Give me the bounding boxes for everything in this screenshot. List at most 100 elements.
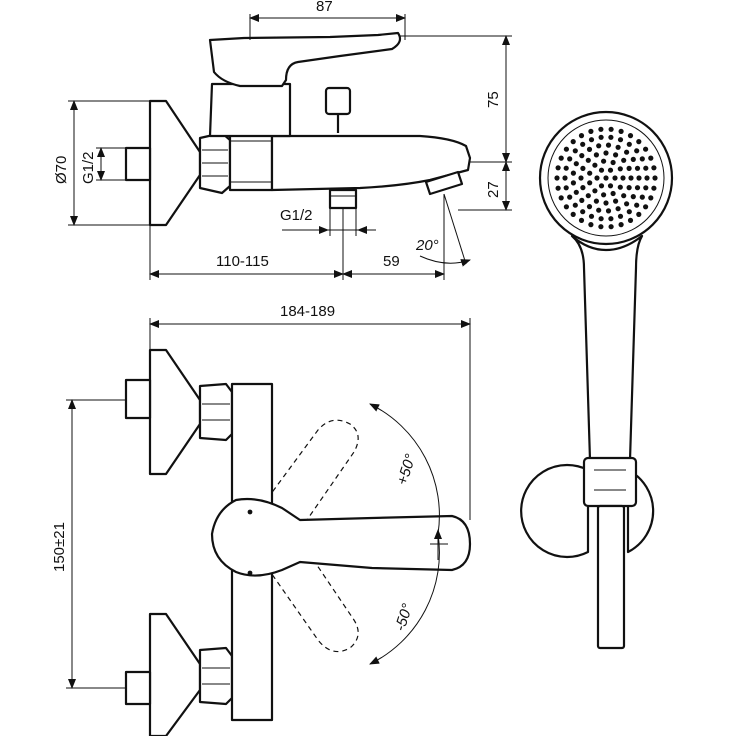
nozzle-dot xyxy=(621,157,627,163)
dim-wall-offset: 110-115 xyxy=(216,253,269,270)
nozzle-dot xyxy=(572,202,578,208)
nozzle-dot xyxy=(651,165,657,171)
nozzle-dot xyxy=(588,128,594,134)
nozzle-dot xyxy=(624,149,630,155)
dim-height-top: 75 xyxy=(485,91,502,108)
nozzle-dot xyxy=(578,217,585,223)
nozzle-dot xyxy=(608,126,614,132)
shower-nozzles xyxy=(554,126,658,230)
side-wall-flange xyxy=(148,99,202,227)
dim-diameter: Ø70 xyxy=(53,156,70,184)
front-lever xyxy=(210,497,472,577)
nozzle-dot xyxy=(558,195,564,201)
lever-position-plus xyxy=(261,419,359,531)
nozzle-dot xyxy=(607,167,614,173)
nozzle-dot xyxy=(563,165,569,171)
nozzle-dot xyxy=(615,206,621,212)
shower-handle xyxy=(570,234,644,462)
nozzle-dot xyxy=(643,204,649,210)
nozzle-dot xyxy=(558,155,564,161)
nozzle-dot xyxy=(563,146,570,152)
nozzle-dot xyxy=(643,185,649,191)
nozzle-dot xyxy=(594,175,600,181)
nozzle-dot xyxy=(612,175,618,181)
nozzle-dot xyxy=(613,152,619,158)
nozzle-dot xyxy=(580,141,586,147)
nozzle-dot xyxy=(652,175,658,181)
nozzle-dot xyxy=(567,156,573,162)
nozzle-dot xyxy=(579,153,585,159)
nozzle-dot xyxy=(570,211,576,217)
side-lever xyxy=(208,31,402,88)
front-lower-inlet xyxy=(124,670,152,706)
side-lever-column xyxy=(208,82,292,138)
nozzle-dot xyxy=(588,213,595,219)
nozzle-dot xyxy=(578,175,584,181)
nozzle-dot xyxy=(608,134,614,140)
dim-spout-drop: 27 xyxy=(485,181,502,198)
nozzle-dot xyxy=(580,185,586,191)
nozzle-dot xyxy=(613,198,619,204)
nozzle-dot xyxy=(610,190,616,197)
nozzle-dot xyxy=(593,152,600,158)
nozzle-dot xyxy=(636,175,642,181)
nozzle-dot xyxy=(608,216,614,222)
nozzle-dot xyxy=(626,141,632,147)
dim-spout-reach: 87 xyxy=(316,0,333,15)
nozzle-dot xyxy=(603,200,609,206)
nozzle-dot xyxy=(586,204,593,210)
nozzle-dot xyxy=(627,217,634,223)
nozzle-dot xyxy=(596,207,602,213)
nozzle-dot xyxy=(592,162,598,168)
nozzle-dot xyxy=(567,194,573,200)
dim-overall-width: 184-189 xyxy=(280,303,335,320)
nozzle-dot xyxy=(598,126,604,132)
front-upper-inlet xyxy=(124,378,152,420)
side-outlet-connector xyxy=(328,188,358,210)
nozzle-dot xyxy=(573,189,579,195)
nozzle-dot xyxy=(626,185,632,191)
nozzle-dot xyxy=(620,175,626,181)
nozzle-dot xyxy=(615,144,621,150)
nozzle-dot xyxy=(634,165,641,171)
nozzle-dot xyxy=(626,209,632,215)
dim-spout-length: 59 xyxy=(383,253,400,270)
nozzle-dot xyxy=(563,204,570,210)
nozzle-dot xyxy=(598,134,604,140)
nozzle-dot xyxy=(607,183,614,189)
nozzle-dot xyxy=(586,146,593,152)
nozzle-dot xyxy=(601,158,607,164)
nozzle-dot xyxy=(603,150,609,156)
side-aerator xyxy=(424,170,464,196)
nozzle-dot xyxy=(617,184,623,190)
nozzle-dot xyxy=(580,209,586,215)
nozzle-dot xyxy=(634,202,640,208)
front-lower-nut xyxy=(198,646,234,706)
nozzle-dot xyxy=(588,222,594,228)
nozzle-dot xyxy=(636,139,642,145)
side-inlet-pipe xyxy=(124,146,152,182)
nozzle-dot xyxy=(578,133,585,139)
nozzle-dot xyxy=(639,156,645,162)
nozzle-dot xyxy=(618,128,624,134)
nozzle-dot xyxy=(598,224,604,230)
side-view: 87 75 27 Ø70 G1/2 G1/2 110-115 59 xyxy=(53,0,512,280)
nozzle-dot xyxy=(598,183,605,189)
dim-lever-minus: -50° xyxy=(392,602,417,634)
nozzle-dot xyxy=(610,159,616,166)
nozzle-dot xyxy=(580,165,586,171)
nozzle-dot xyxy=(618,222,624,228)
shower-wall-bracket xyxy=(520,463,590,559)
nozzle-dot xyxy=(648,155,654,161)
side-diverter-knob xyxy=(324,86,352,116)
hand-shower xyxy=(520,110,674,650)
nozzle-dot xyxy=(630,156,636,162)
nozzle-dot xyxy=(603,175,609,181)
nozzle-dot xyxy=(593,198,600,204)
nozzle-dot xyxy=(651,185,657,191)
front-upper-flange xyxy=(148,348,202,476)
nozzle-dot xyxy=(592,188,598,194)
nozzle-dot xyxy=(628,175,634,181)
nozzle-dot xyxy=(643,165,649,171)
